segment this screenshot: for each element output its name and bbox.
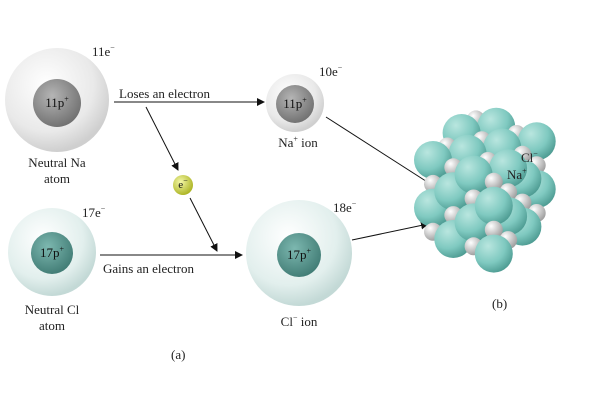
na-ion-name: Na+ ion	[278, 134, 318, 150]
na-atom-nucleus	[33, 79, 81, 127]
cl-ion-electron-count: 18e−	[333, 199, 357, 215]
crystal-cl-ion	[414, 141, 452, 179]
cl-ion-nucleus	[277, 233, 321, 277]
cl-atom-name-line1: Neutral Cl	[24, 302, 80, 317]
cl-ion-name: Cl− ion	[280, 313, 318, 329]
na-atom-name-line2: atom	[44, 171, 70, 186]
arrow-na-ion-to-crystal	[325, 116, 433, 186]
crystal-na-label: Na+	[507, 166, 527, 182]
crystal-cl-ion	[474, 234, 513, 273]
cl-atom-name-line2: atom	[39, 318, 65, 333]
nacl-crystal-lattice	[414, 107, 556, 273]
crystal-cl-label: Cl−	[521, 149, 538, 165]
gains-electron-label: Gains an electron	[103, 261, 194, 276]
arrow-electron-to-cl	[189, 197, 218, 252]
panel-label-a: (a)	[171, 347, 186, 362]
electron-label: e−	[178, 176, 188, 191]
cl-atom-nucleus	[31, 232, 73, 274]
loses-electron-label: Loses an electron	[119, 86, 210, 101]
panel-label-b: (b)	[492, 296, 508, 311]
cl-ion-proton-count: 17p+	[286, 246, 312, 262]
na-ion-nucleus	[276, 85, 314, 123]
crystal-cl-ion	[474, 186, 513, 225]
cl-atom-proton-count: 17p+	[39, 244, 65, 260]
na-atom-proton-count: 11p+	[45, 94, 69, 110]
crystal-na-ion	[484, 220, 503, 239]
na-ion-electron-count: 10e−	[319, 63, 343, 79]
crystal-na-ion	[484, 172, 503, 191]
arrow-cl-ion-to-crystal	[351, 221, 429, 241]
arrow-to-electron	[145, 106, 179, 171]
crystal-cl-ion	[454, 155, 493, 194]
na-atom-name-line1: Neutral Na	[28, 155, 86, 170]
na-atom-electron-count: 11e−	[92, 43, 115, 59]
na-ion-proton-count: 11p+	[283, 95, 307, 111]
electron	[173, 175, 193, 195]
cl-atom-electron-count: 17e−	[82, 204, 106, 220]
